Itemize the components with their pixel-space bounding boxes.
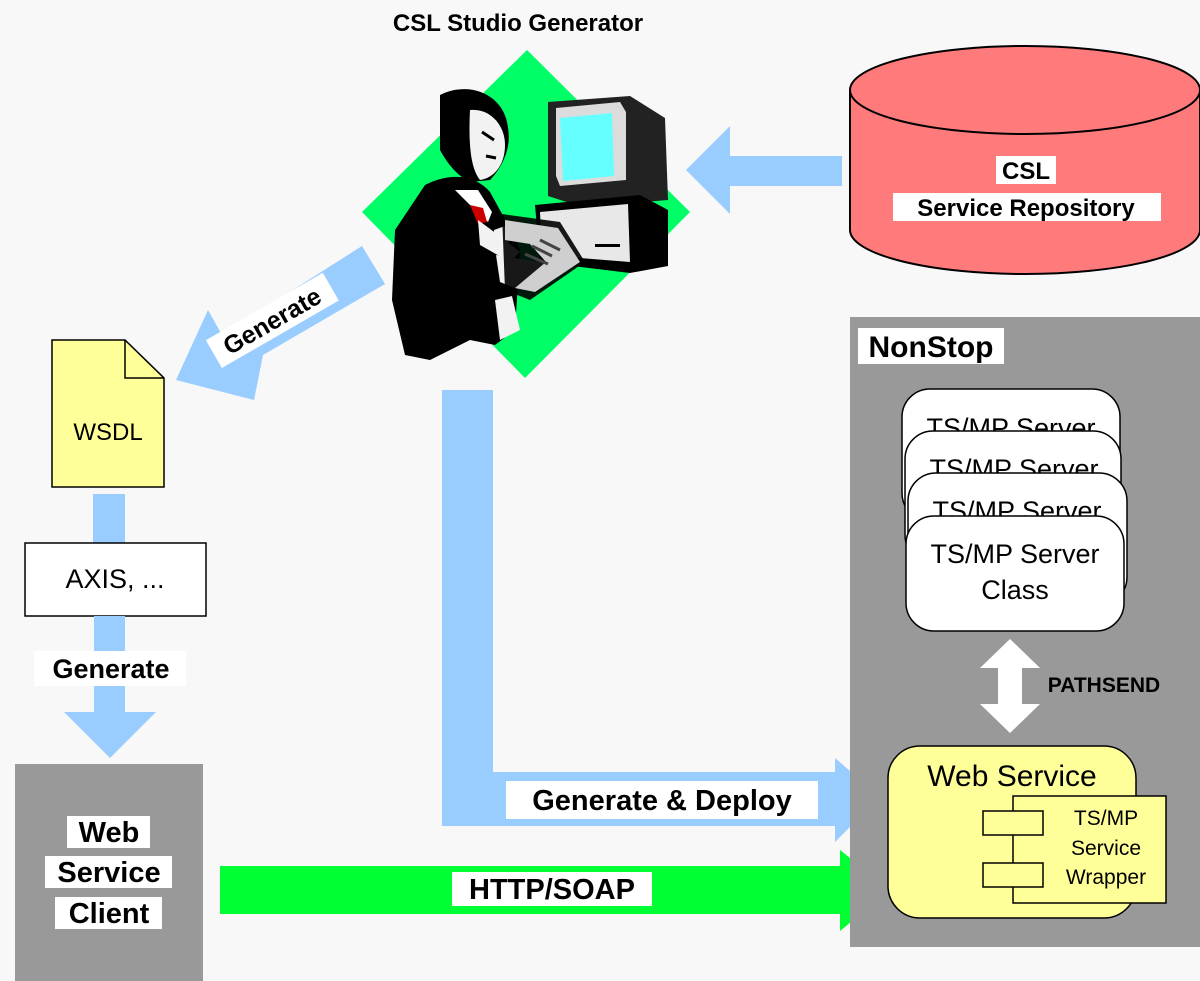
wrapper-label-line1: TS/MP — [1074, 807, 1138, 830]
operator-person-icon — [392, 89, 585, 360]
wsdl-document: WSDL — [51, 339, 165, 488]
axis-box: AXIS, ... — [24, 542, 207, 617]
repository-to-generator-arrow — [686, 126, 842, 214]
wrapper-label-line3: Wrapper — [1066, 866, 1146, 889]
pathsend-arrow — [980, 639, 1040, 733]
client-label-line3: Client — [69, 898, 150, 930]
wsdl-to-axis-connector — [93, 494, 125, 543]
web-service-box: Web Service TS/MP Service Wrapper — [887, 745, 1167, 919]
client-label-line1: Web — [79, 817, 140, 849]
tsmp-server-class-line2: Class — [981, 575, 1049, 605]
pathsend-label: PATHSEND — [1048, 674, 1160, 697]
web-service-title: Web Service — [927, 760, 1097, 793]
computer-icon — [535, 96, 668, 273]
diagram-title: CSL Studio Generator — [393, 10, 643, 37]
web-service-client: Web Service Client — [15, 764, 203, 981]
http-soap-label: HTTP/SOAP — [469, 874, 635, 906]
csl-service-repository: CSL Service Repository — [849, 45, 1200, 275]
repository-label-line2: Service Repository — [917, 195, 1135, 222]
wsdl-label: WSDL — [73, 419, 142, 446]
axis-label: AXIS, ... — [65, 564, 164, 594]
client-label-line2: Service — [57, 857, 160, 889]
axis-to-client-arrow — [64, 616, 156, 758]
generate-left-label: Generate — [52, 654, 169, 684]
wrapper-label-line2: Service — [1071, 837, 1141, 860]
tsmp-server-stack: TS/MP Server TS/MP Server TS/MP Server T… — [901, 388, 1128, 632]
repository-label-line1: CSL — [1002, 158, 1050, 185]
generate-deploy-label: Generate & Deploy — [532, 785, 791, 817]
tsmp-server-class-line1: TS/MP Server — [930, 539, 1099, 569]
nonstop-title: NonStop — [869, 331, 994, 364]
generate-deploy-arrow — [442, 390, 880, 842]
